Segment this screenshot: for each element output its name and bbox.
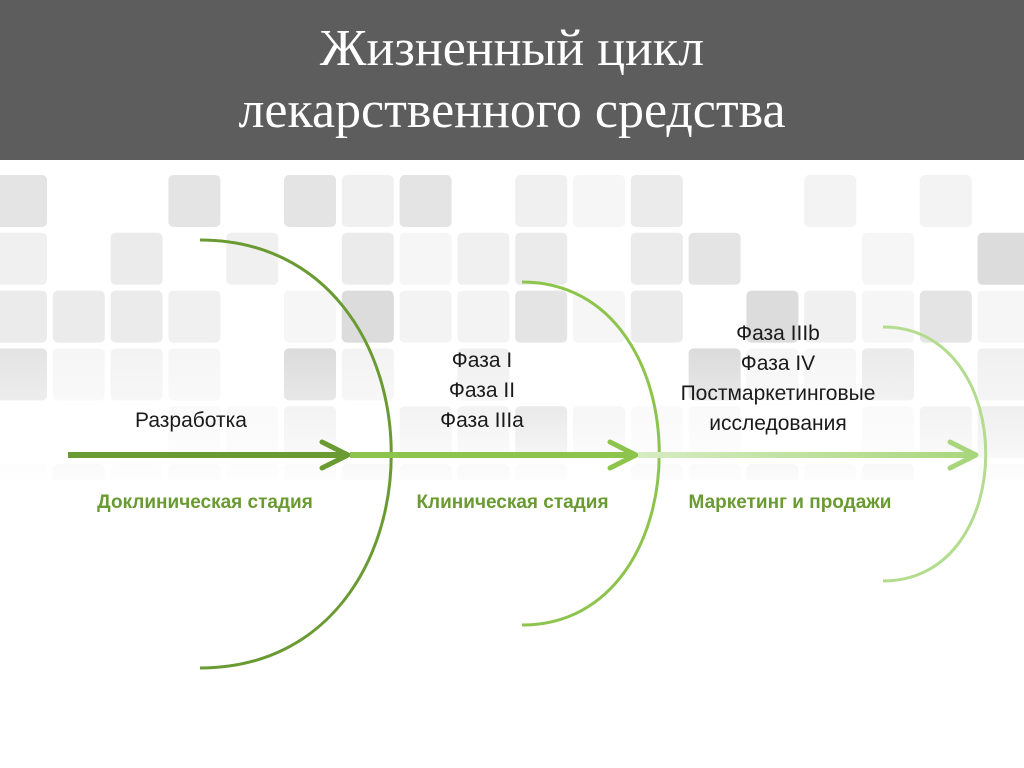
phase-labels-preclinical: Разработка: [96, 406, 286, 436]
background-tile-pattern: [0, 160, 1024, 480]
arrow-head-preclinical: [319, 439, 351, 471]
stage-caption-clinical: Клиническая стадия: [416, 492, 609, 513]
phase-label: Постмаркетинговые: [680, 382, 876, 405]
title-line-2: лекарственного средства: [238, 82, 786, 139]
phase-label: Фаза II: [448, 379, 516, 402]
phase-label: Фаза IIIa: [440, 409, 524, 432]
phase-label: Разработка: [135, 409, 247, 432]
tile-fade-overlay: [0, 160, 1024, 480]
stage-arc-marketing: [882, 325, 988, 583]
stage-caption-marketing: Маркетинг и продажи: [688, 492, 892, 513]
phase-labels-marketing: Фаза IIIb Фаза IV Постмаркетинговые иссл…: [648, 319, 908, 439]
arrow-head-clinical: [607, 439, 639, 471]
stage-caption-preclinical: Доклиническая стадия: [97, 492, 313, 513]
phase-label: Фаза IV: [740, 352, 816, 375]
arrow-head-marketing: [947, 439, 979, 471]
arrow-shaft-marketing: [638, 452, 976, 458]
phase-label: Фаза IIIb: [736, 322, 820, 345]
phase-labels-clinical: Фаза I Фаза II Фаза IIIa: [402, 346, 562, 436]
title-banner: Жизненный цикл лекарственного средства: [0, 0, 1024, 160]
title-line-1: Жизненный цикл: [319, 20, 705, 77]
phase-label: исследования: [709, 412, 847, 435]
phase-label: Фаза I: [451, 349, 513, 372]
